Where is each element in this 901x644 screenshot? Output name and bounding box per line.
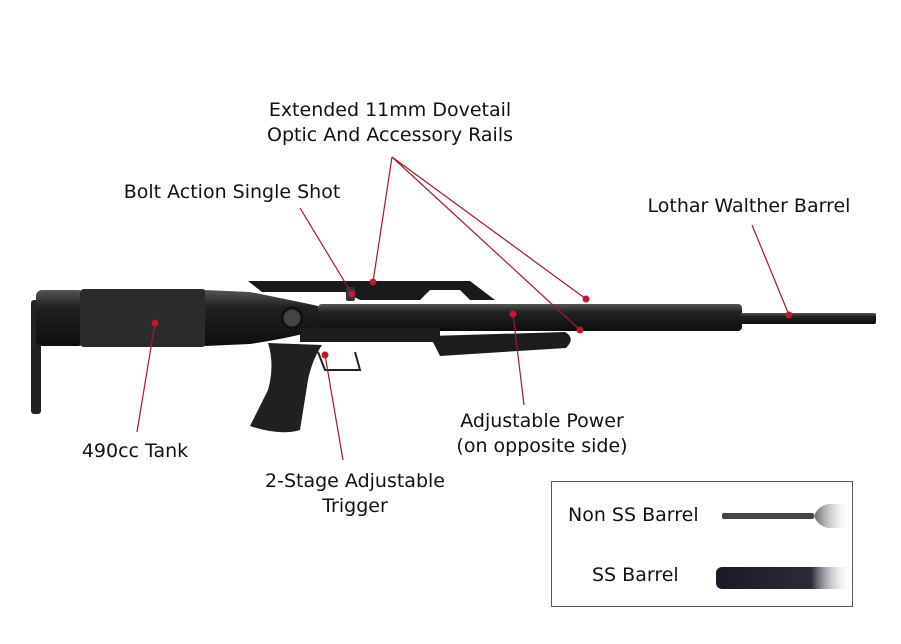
dot-bolt — [348, 290, 356, 298]
dot-tank — [151, 319, 159, 327]
stock-foam-grip — [80, 289, 206, 347]
dot-rail-3 — [576, 326, 584, 334]
callout-tank: 490cc Tank — [81, 440, 189, 462]
rail — [248, 281, 495, 300]
callout-rails: Extended 11mm Dovetail Optic And Accesso… — [267, 98, 513, 148]
callout-power: Adjustable Power (on opposite side) — [456, 409, 627, 459]
dot-rail — [369, 278, 377, 286]
dot-trigger — [321, 351, 329, 359]
callout-rails-line2: Optic And Accessory Rails — [266, 124, 514, 146]
forend — [430, 332, 571, 356]
legend-swatches — [716, 504, 852, 589]
dot-power — [509, 310, 517, 318]
barrel — [740, 313, 876, 324]
callout-trigger: 2-Stage Adjustable Trigger — [265, 469, 445, 519]
ss-barrel-swatch — [716, 567, 852, 589]
tank-taper — [205, 290, 318, 346]
callout-barrel: Lothar Walther Barrel — [647, 195, 851, 217]
callout-bolt: Bolt Action Single Shot — [123, 181, 341, 203]
dot-barrel — [785, 311, 793, 319]
gauge — [280, 306, 304, 330]
leader-lines — [136, 156, 793, 461]
rifle — [31, 281, 876, 433]
barrel-legend: Non SS Barrel SS Barrel — [551, 481, 853, 607]
legend-label-non-ss: Non SS Barrel — [568, 504, 699, 526]
non-ss-barrel-muzzle — [814, 504, 852, 528]
main-tube — [318, 304, 742, 331]
tank-end-cap — [36, 290, 84, 346]
callout-trigger-line2: Trigger — [322, 495, 388, 517]
pistol-grip — [250, 343, 322, 433]
callout-power-line1: Adjustable Power — [460, 410, 624, 432]
callout-power-line2: (on opposite side) — [456, 435, 628, 457]
callout-trigger-line1: 2-Stage Adjustable — [265, 470, 445, 492]
breech — [300, 328, 440, 342]
callout-rails-line1: Extended 11mm Dovetail — [268, 99, 512, 121]
dot-rail-2 — [582, 295, 590, 303]
non-ss-barrel-swatch — [722, 513, 814, 519]
legend-label-ss: SS Barrel — [592, 564, 679, 586]
trigger-guard — [317, 351, 362, 371]
